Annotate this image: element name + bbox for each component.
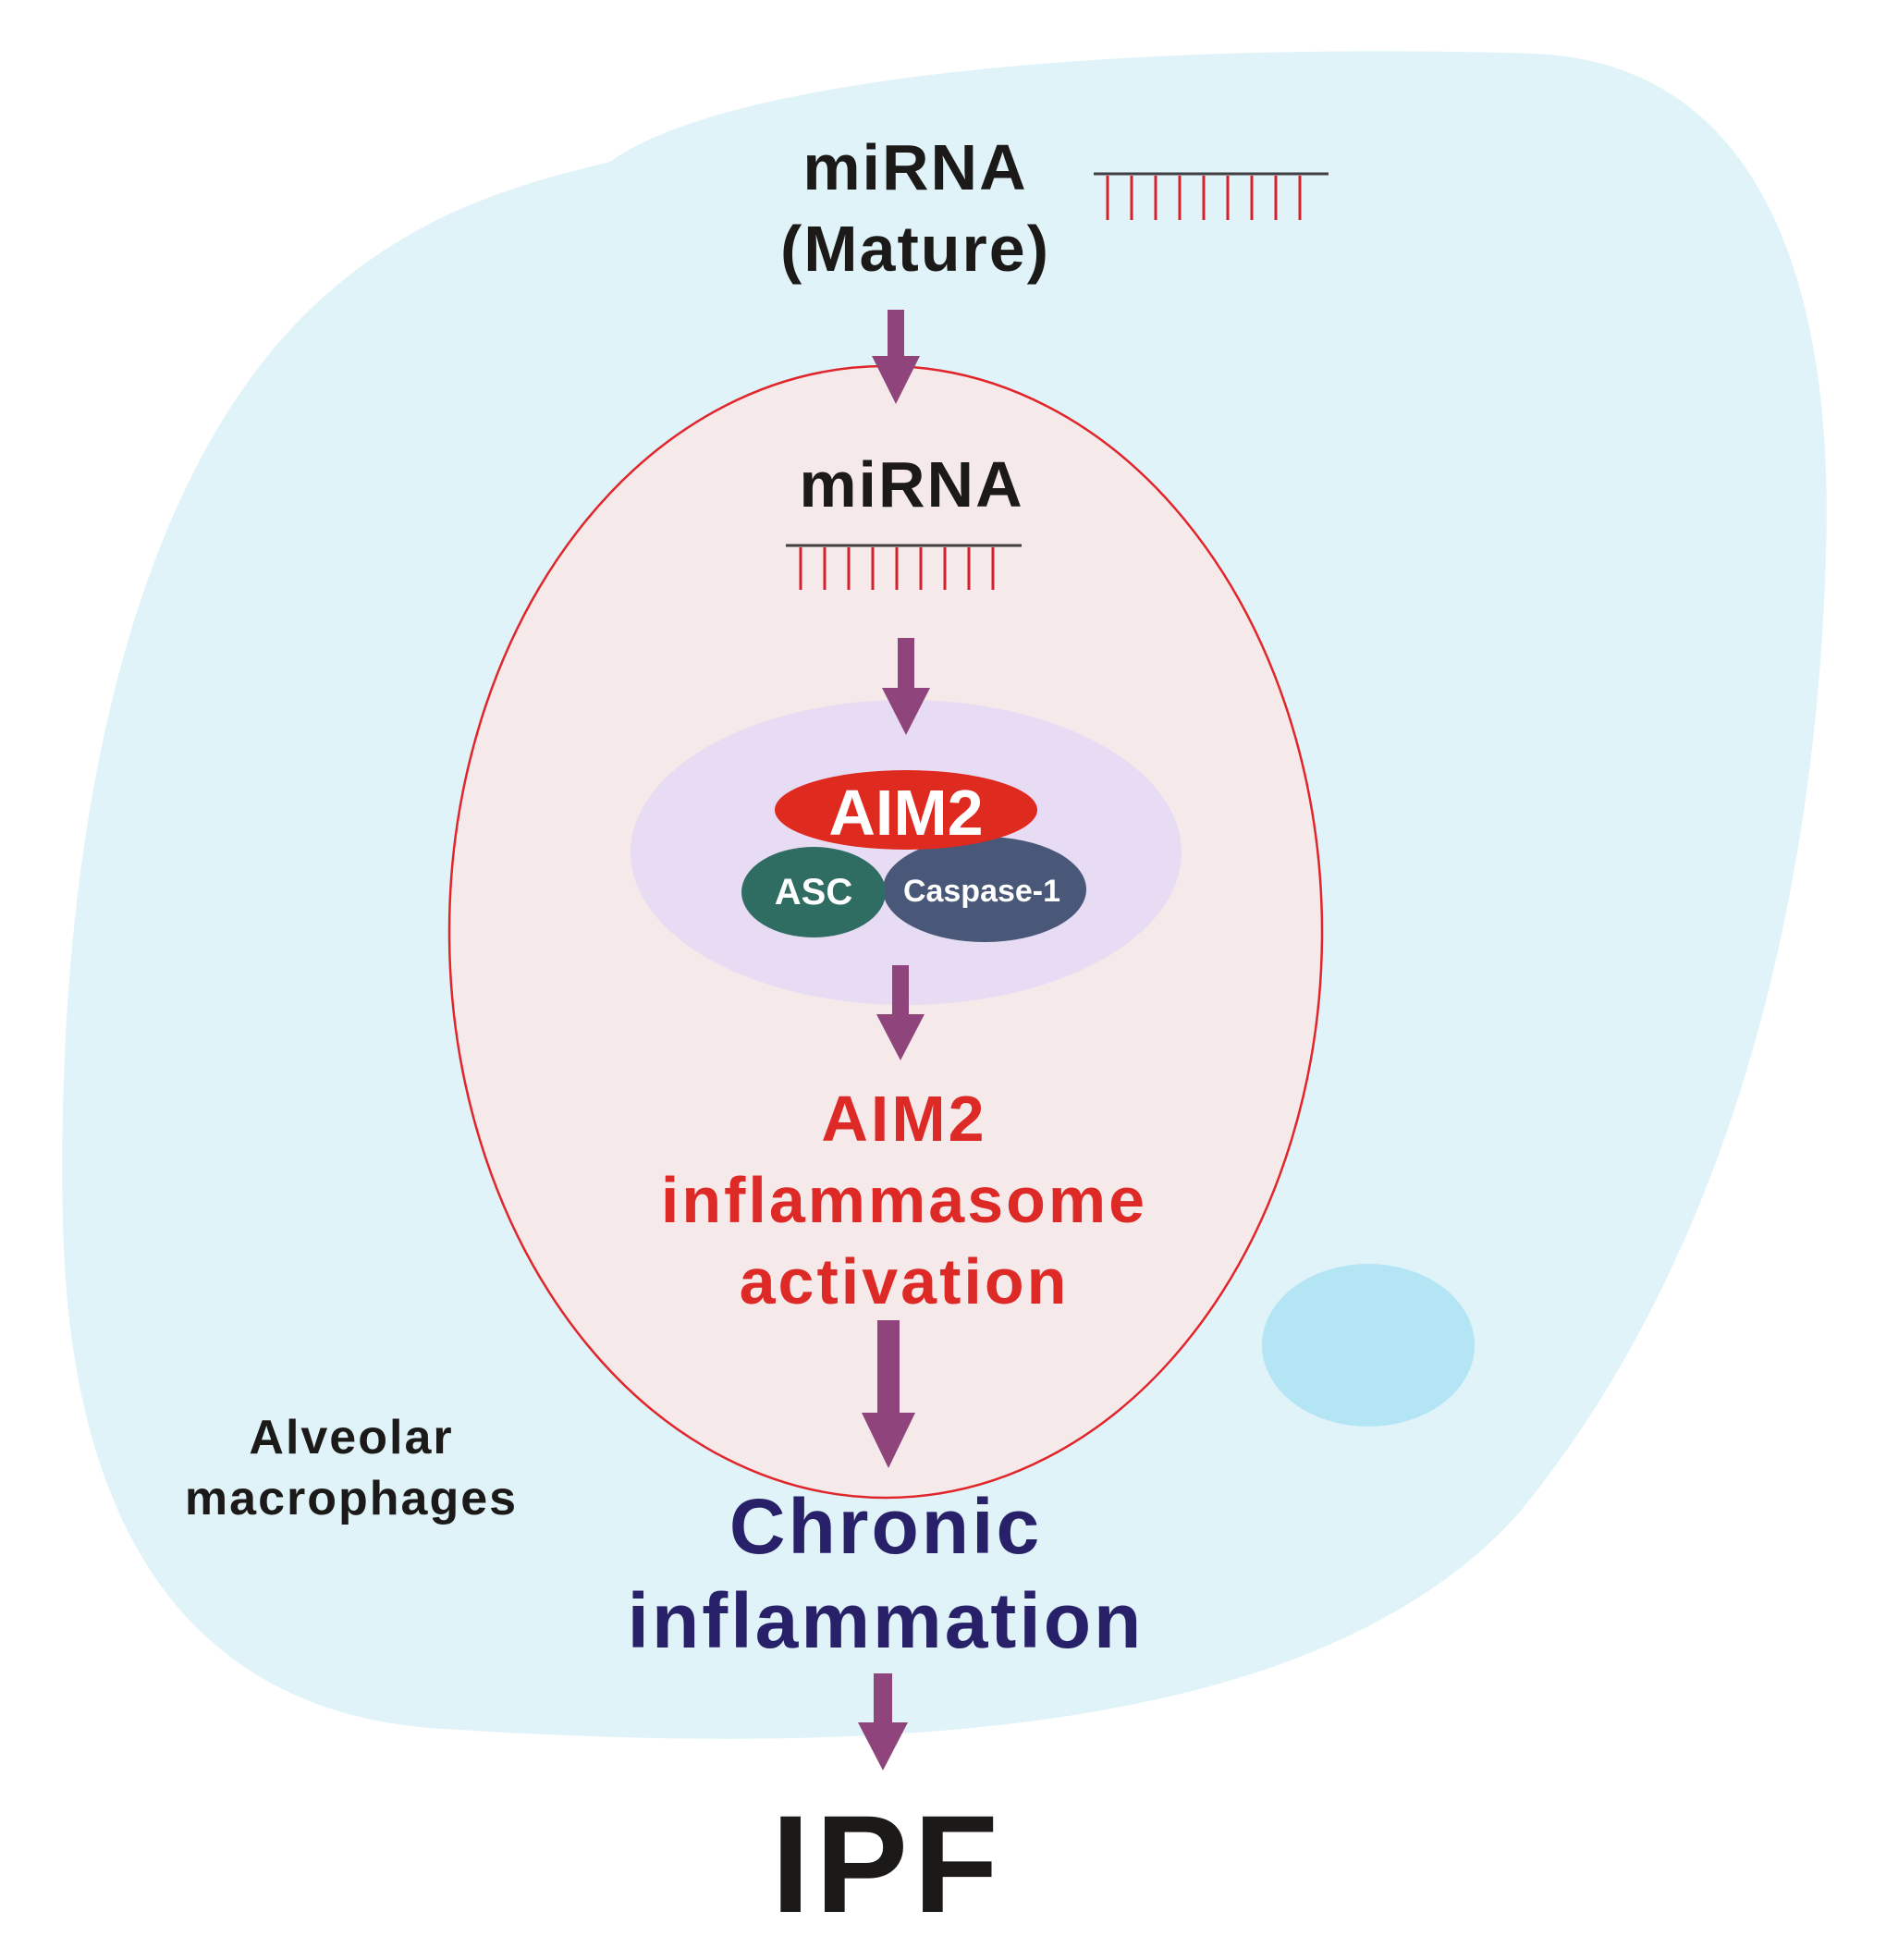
aim2-activation-line2: inflammasome <box>661 1164 1147 1236</box>
aim2-oval <box>775 770 1037 850</box>
arrow-5-icon <box>858 1673 908 1770</box>
organelle <box>1262 1264 1475 1427</box>
caspase-1-label: Caspase-1 <box>903 874 1060 909</box>
mirna-strand-inside-icon <box>786 544 1022 590</box>
mirna-nucleus-label: miRNA <box>799 448 1023 521</box>
chronic-inflammation-line2: inflammation <box>628 1577 1145 1664</box>
inflammasome-halo <box>631 700 1182 1005</box>
aim2-label: AIM2 <box>828 777 983 849</box>
arrow-2-icon <box>882 638 930 735</box>
alveolar-macrophages-line2: macrophages <box>185 1472 518 1525</box>
asc-label: ASC <box>775 872 852 913</box>
arrow-1-icon <box>872 310 920 404</box>
arrow-3-icon <box>876 965 925 1060</box>
alveolar-macrophages-line1: Alveolar <box>249 1411 453 1464</box>
aim2-activation-line1: AIM2 <box>821 1083 986 1155</box>
mirna-mature-label-line2: (Mature) <box>780 213 1050 285</box>
mirna-mature-label-line1: miRNA <box>802 131 1027 203</box>
aim2-activation-line3: activation <box>740 1245 1070 1317</box>
ipf-label: IPF <box>771 1786 1003 1942</box>
chronic-inflammation-line1: Chronic <box>729 1483 1042 1570</box>
caspase-1-oval <box>883 837 1086 942</box>
mirna-strand-outside-icon <box>1094 172 1329 220</box>
asc-oval <box>741 847 886 937</box>
arrow-4-icon <box>862 1320 915 1468</box>
